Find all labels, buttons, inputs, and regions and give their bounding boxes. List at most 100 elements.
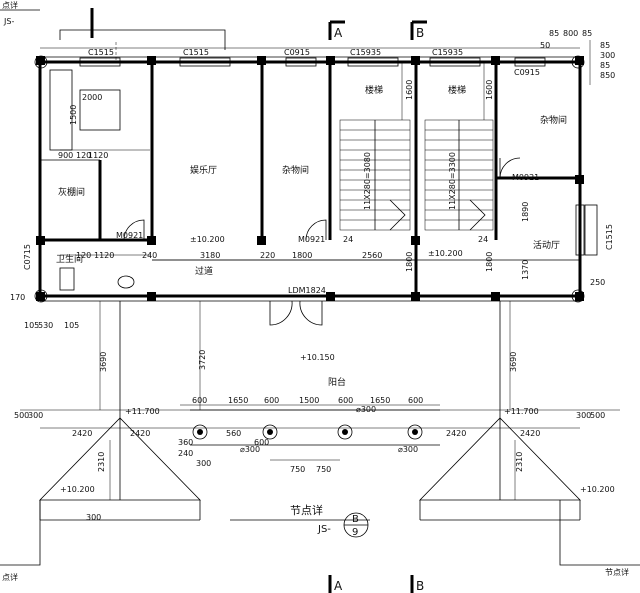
door-m0921-a: M0921	[116, 231, 143, 240]
dim-3690b: 3690	[509, 352, 518, 372]
window-c0715: C0715	[23, 244, 32, 270]
section-mark-a-bottom: A	[334, 579, 343, 593]
dim-1600b: 1600	[485, 80, 494, 100]
cut-label-bottom-left: 点详	[2, 572, 18, 582]
dim-1370: 1370	[521, 260, 530, 280]
dim-600d: 600	[408, 396, 423, 405]
room-stairs-a: 楼梯	[365, 84, 383, 96]
window-c15935-b: C15935	[432, 48, 463, 57]
structural-columns	[36, 56, 584, 301]
dim-560: 560	[226, 429, 241, 438]
dim-2420d: 2420	[520, 429, 540, 438]
dim-900: 900	[58, 151, 73, 160]
dim-1500: 1500	[69, 105, 78, 125]
dim-r-850: 850	[600, 71, 615, 80]
dim-3180: 3180	[200, 251, 220, 260]
dim-750b: 750	[316, 465, 331, 474]
dim-750a: 750	[290, 465, 305, 474]
dim-3690a: 3690	[99, 352, 108, 372]
room-ash: 灰棚间	[58, 186, 85, 198]
dim-530: 530	[38, 321, 53, 330]
window-c0915-b: C0915	[514, 68, 540, 77]
elevation-4: +11.700	[125, 407, 160, 416]
dim-1800w: 1800	[485, 252, 494, 272]
balcony-outline	[119, 301, 501, 446]
dim-top-85: 85	[549, 29, 559, 38]
dim-2420a: 2420	[72, 429, 92, 438]
dim-2000: 2000	[82, 93, 102, 102]
cut-label-bottom-right: 节点详	[605, 567, 629, 577]
dim-105a: 105	[24, 321, 39, 330]
dim-1890: 1890	[521, 202, 530, 222]
dim-1800v: 1800	[405, 252, 414, 272]
dim-1600a: 1600	[405, 80, 414, 100]
dim-2310a: 2310	[97, 452, 106, 472]
dim-300a: 300	[28, 411, 43, 420]
dim-300d: 300	[86, 513, 101, 522]
dim-top-85b: 85	[582, 29, 592, 38]
dim-1800: 1800	[292, 251, 312, 260]
door-m0921-b: M0921	[298, 235, 325, 244]
dim-300c: 300	[196, 459, 211, 468]
room-activity: 活动厅	[533, 239, 560, 251]
dim-600a: 600	[192, 396, 207, 405]
dim-500b: 500	[590, 411, 605, 420]
dim-600c: 600	[338, 396, 353, 405]
dim-120b: 120	[76, 251, 91, 260]
dim-1650a: 1650	[228, 396, 248, 405]
dim-phi300c: ⌀300	[398, 445, 418, 454]
room-storage-a: 杂物间	[282, 164, 309, 176]
section-cut-lines	[90, 8, 427, 593]
room-bathroom: 卫生间	[56, 253, 83, 265]
detail-callout-label: 节点详	[290, 503, 323, 517]
elevation-3: +10.150	[300, 353, 335, 362]
dim-360: 360	[178, 438, 193, 447]
dim-phi300a: ⌀300	[240, 445, 260, 454]
room-corridor: 过道	[195, 265, 213, 277]
detail-callout-top: B	[352, 514, 359, 525]
dim-50: 50	[540, 41, 550, 50]
dim-phi300b: ⌀300	[356, 405, 376, 414]
elevation-6: +10.200	[60, 485, 95, 494]
dim-240b: 240	[178, 449, 193, 458]
stair-note-b: 11X280=3300	[448, 152, 457, 210]
dim-3720: 3720	[198, 350, 207, 370]
section-mark-b-bottom: B	[416, 579, 424, 593]
corner-callout-leaders	[0, 9, 640, 566]
dim-600b: 600	[264, 396, 279, 405]
door-m0921-c: M0921	[512, 173, 539, 182]
dim-220: 220	[260, 251, 275, 260]
dim-170: 170	[10, 293, 25, 302]
bathroom-fixtures	[49, 69, 135, 291]
window-c1515-b: C1515	[183, 48, 209, 57]
hip-roofs	[39, 417, 581, 521]
dim-600e: 600	[254, 438, 269, 447]
detail-callout: 节点详 JS- B 9	[230, 503, 370, 538]
cut-label-top-left: 点详	[2, 0, 18, 10]
windows	[79, 57, 598, 256]
dim-105b: 105	[64, 321, 79, 330]
dim-1500: 1500	[299, 396, 319, 405]
detail-callout-bottom: 9	[352, 527, 358, 538]
dimension-lines	[20, 40, 620, 500]
dim-1120: 1120	[88, 151, 108, 160]
elevation-7: +10.200	[580, 485, 615, 494]
dim-r-85b: 85	[600, 61, 610, 70]
window-c0915-a: C0915	[284, 48, 310, 57]
dim-1650b: 1650	[370, 396, 390, 405]
elevation-2: ±10.200	[428, 249, 463, 258]
cut-ref-top-left: JS-	[3, 17, 14, 26]
dim-120a: 120	[76, 151, 91, 160]
stair-riser-a: 24	[343, 235, 353, 244]
elevation-5: +11.700	[504, 407, 539, 416]
dim-r-300: 300	[600, 51, 615, 60]
stair-riser-b: 24	[478, 235, 488, 244]
room-entertainment: 娱乐厅	[190, 164, 217, 176]
window-c15935-a: C15935	[350, 48, 381, 57]
room-storage-b: 杂物间	[540, 114, 567, 126]
room-stairs-b: 楼梯	[448, 84, 466, 96]
room-balcony: 阳台	[328, 376, 346, 388]
detail-callout-prefix: JS-	[317, 524, 331, 535]
dim-2560: 2560	[362, 251, 382, 260]
